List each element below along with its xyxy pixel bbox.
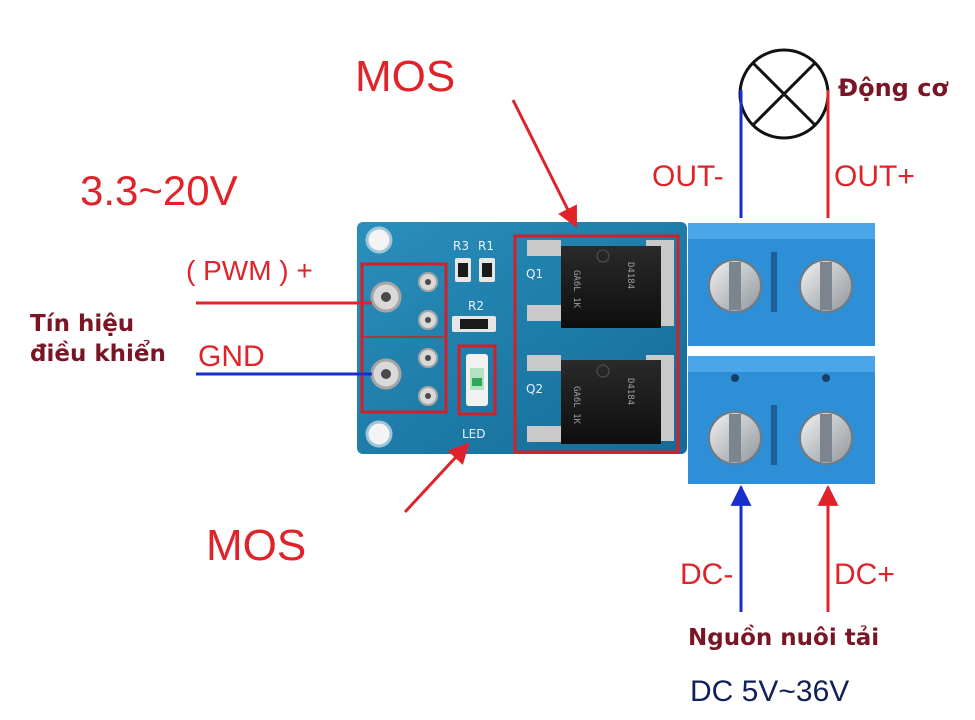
resistor-r1 xyxy=(479,258,495,282)
mos-bottom-arrow xyxy=(403,442,470,514)
label-mos-bottom: MOS xyxy=(206,521,306,570)
silk-r2: R2 xyxy=(468,299,484,313)
silk-q1: Q1 xyxy=(526,267,543,281)
motor-lamp-icon xyxy=(738,48,830,140)
label-out-plus: OUT+ xyxy=(834,160,915,193)
mounting-hole xyxy=(365,226,393,254)
label-motor: Động cơ xyxy=(838,74,948,102)
resistor-r3 xyxy=(455,258,471,282)
mounting-hole xyxy=(365,420,393,448)
mos-top-arrow xyxy=(511,99,578,228)
output-wires xyxy=(739,90,830,218)
silk-r1: R1 xyxy=(478,239,494,253)
chip-mark-q1: D4184 xyxy=(625,262,635,289)
mosfet-q2: D4184 GA6L 1K xyxy=(527,355,674,444)
chip-code-q1: GA6L 1K xyxy=(571,270,581,309)
silk-r3: R3 xyxy=(453,239,469,253)
resistor-r2 xyxy=(452,316,496,332)
label-gnd: GND xyxy=(198,340,265,373)
label-load-supply: Nguồn nuôi tải xyxy=(688,624,879,651)
label-dc-plus: DC+ xyxy=(834,558,895,591)
terminal-block-input xyxy=(688,356,875,484)
label-mos-top: MOS xyxy=(355,52,455,101)
led-indicator xyxy=(457,344,497,416)
label-dc-range: DC 5V~36V xyxy=(690,675,849,708)
label-control-signal-2: điều khiển xyxy=(30,339,166,367)
label-voltage-range: 3.3~20V xyxy=(80,167,238,214)
label-pwm: ( PWM ) + xyxy=(186,255,313,286)
label-control-signal-1: Tín hiệu xyxy=(30,311,134,337)
chip-code-q2: GA6L 1K xyxy=(571,386,581,425)
signal-input-pads xyxy=(360,262,448,414)
mosfet-q1: D4184 GA6L 1K xyxy=(527,240,674,328)
terminal-block-output xyxy=(688,223,875,346)
mosfet-group: D4184 GA6L 1K D4184 GA6L 1K xyxy=(513,234,680,454)
chip-mark-q2: D4184 xyxy=(625,378,635,405)
silk-q2: Q2 xyxy=(526,382,543,396)
silk-led: LED xyxy=(462,427,486,441)
label-dc-minus: DC- xyxy=(680,558,733,591)
label-out-minus: OUT- xyxy=(652,160,724,193)
